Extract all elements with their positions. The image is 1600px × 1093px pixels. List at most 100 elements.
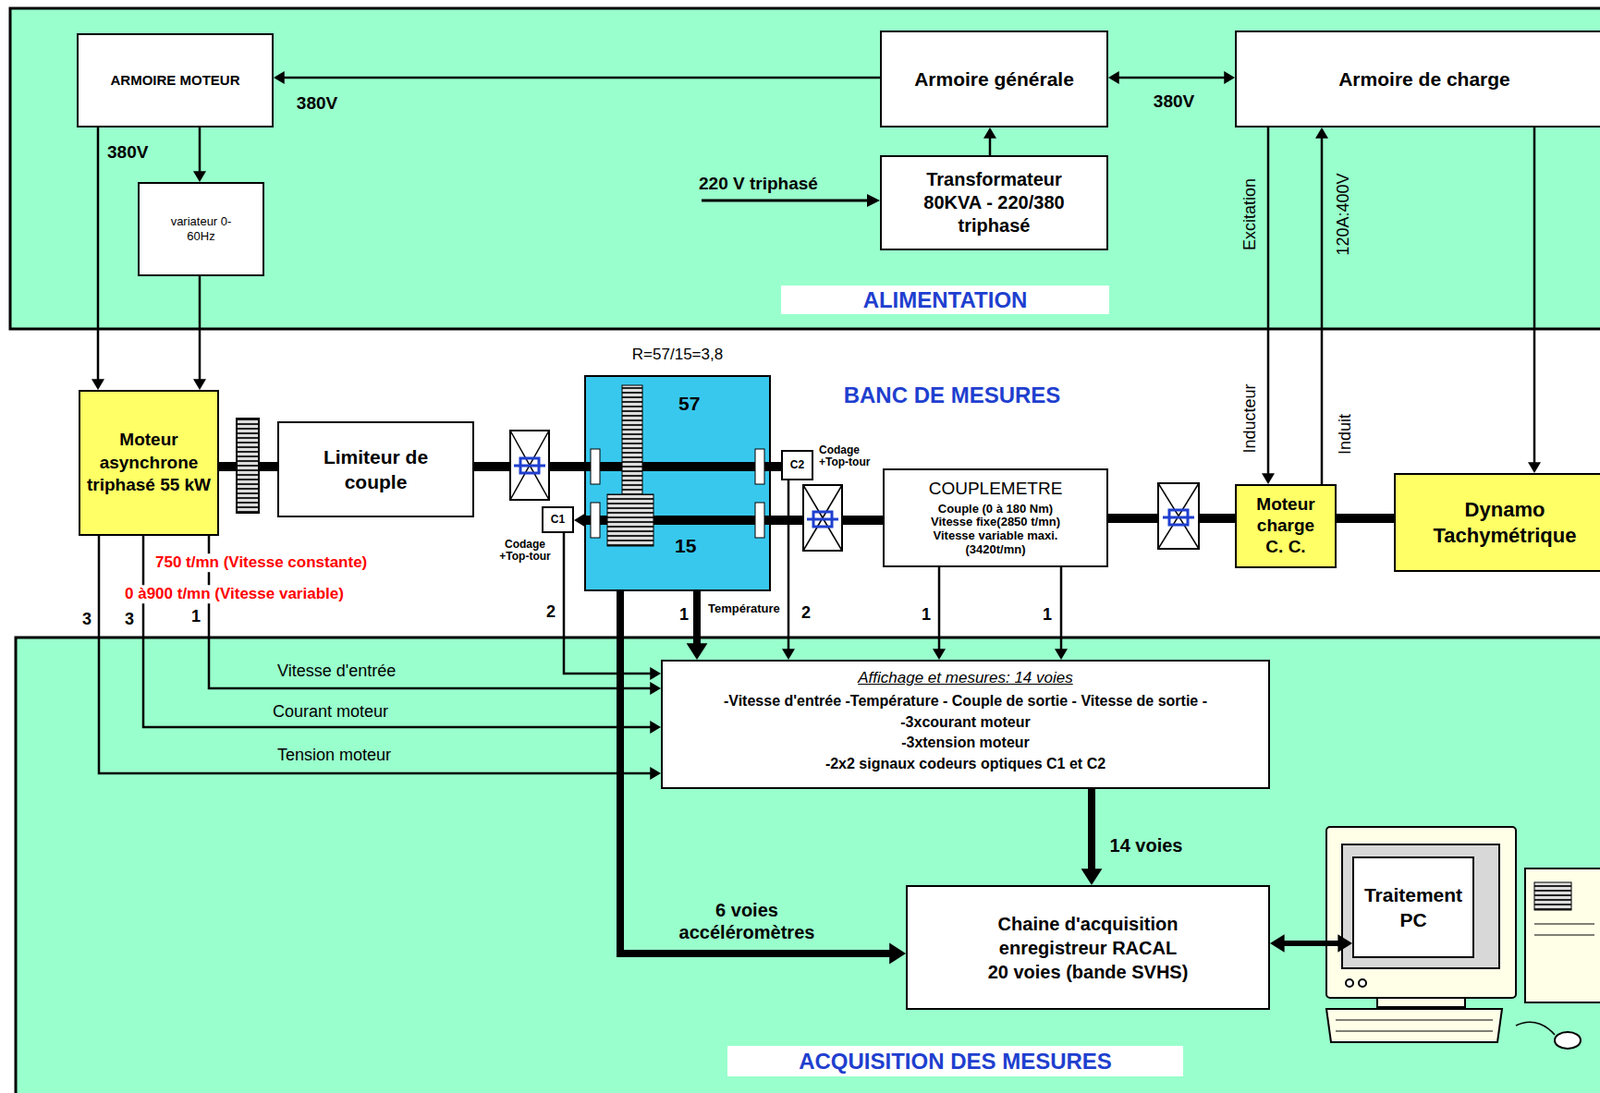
winding-label: Induit xyxy=(1335,412,1356,457)
arrowhead xyxy=(889,943,906,965)
box-label: Vitesse variable maxi.(3420t/mn) xyxy=(888,529,1103,558)
arrowhead xyxy=(1270,934,1285,953)
connector-line xyxy=(1087,789,1096,875)
signal-arrow xyxy=(193,127,207,183)
computer-drawing xyxy=(1342,844,1500,969)
shaft-coupling xyxy=(803,485,843,551)
shaft-coupling xyxy=(1158,483,1199,550)
gear-drawing xyxy=(584,462,771,472)
connector-line xyxy=(787,480,791,653)
channel-count: 1 xyxy=(1040,605,1054,625)
signal-arrow xyxy=(1315,127,1329,485)
channel-count: 1 xyxy=(677,605,691,625)
edge-label: 380V xyxy=(1151,91,1197,112)
computer-drawing xyxy=(1377,998,1466,1008)
signal-arrow xyxy=(193,276,207,391)
encoder-note: Codage +Top-tour xyxy=(494,538,556,562)
arrowhead xyxy=(1223,71,1235,85)
connector-line xyxy=(1320,134,1324,485)
channel-count: 3 xyxy=(80,610,94,630)
box-label: ARMOIRE MOTEUR xyxy=(110,72,241,89)
gear-drawing xyxy=(590,502,600,538)
box-label: ALIMENTATION xyxy=(781,285,1110,315)
edge-label: Tension moteur xyxy=(275,745,393,766)
speed-note: 0 à900 t/mn (Vitesse variable) xyxy=(122,585,346,604)
gear-drawing xyxy=(607,494,654,547)
box-label: -2x2 signaux codeurs optiques C1 et C2 xyxy=(825,754,1106,775)
arrowhead xyxy=(983,127,997,139)
signal-arrow xyxy=(686,591,709,660)
cabinet-box: Armoire générale xyxy=(879,30,1109,128)
computer-drawing xyxy=(1335,1020,1493,1022)
computer-drawing xyxy=(1534,935,1595,937)
signal-arrow xyxy=(1108,71,1235,85)
shaft-line xyxy=(474,466,585,468)
connector-line xyxy=(1533,127,1537,466)
box-label: Dynamo Tachymétrique xyxy=(1423,497,1587,549)
signal-arrow xyxy=(273,71,880,85)
box-label: Armoire générale xyxy=(914,67,1075,91)
signal-arrow xyxy=(98,536,661,781)
edge-label: Vitesse d'entrée xyxy=(275,661,398,682)
box-label: Vitesse fixe(2850 t/mn) xyxy=(930,515,1061,530)
arrowhead xyxy=(1261,473,1275,485)
shaft-coupling xyxy=(1158,483,1199,550)
box-label: variateur 0-60Hz xyxy=(167,214,235,244)
signal-arrow xyxy=(1527,127,1541,474)
recorder-box: Chaine d'acquisition enregistreur RACAL … xyxy=(905,885,1271,1011)
connector-line xyxy=(98,536,654,774)
edge-label: Courant moteur xyxy=(270,702,391,722)
connector-line xyxy=(770,462,782,472)
box-label: -3xtension moteur xyxy=(901,732,1030,754)
supply-arrow xyxy=(701,194,880,208)
edge-label: 14 voies xyxy=(1108,835,1185,857)
computer-drawing xyxy=(1515,1022,1555,1036)
motor-box: Moteur asynchrone triphasé 55 kW xyxy=(78,390,220,537)
box-label: Chaine d'acquisition enregistreur RACAL … xyxy=(987,912,1189,985)
channel-count: 2 xyxy=(799,603,813,623)
gear-drawing xyxy=(755,449,765,485)
computer-drawing xyxy=(1345,979,1354,988)
arrowhead xyxy=(932,648,946,660)
arrowhead xyxy=(1108,71,1120,85)
box-label: COUPLEMETRE xyxy=(928,478,1063,501)
drive-box: variateur 0-60Hz xyxy=(137,182,265,277)
edge-label: 380V xyxy=(105,142,150,163)
encoder-note: Codage +Top-tour xyxy=(817,444,879,468)
signal-arrow xyxy=(932,567,946,660)
winding-label: Inducteur xyxy=(1240,381,1260,455)
shaft-coupling xyxy=(513,464,546,468)
edge-label: 120A:400V xyxy=(1333,170,1354,257)
shaft-coupling xyxy=(1158,483,1199,550)
computer-drawing xyxy=(1326,827,1516,999)
shaft-coupling xyxy=(806,518,839,522)
arrowhead xyxy=(649,720,661,734)
gearbox: R=57/15=3,85715 xyxy=(584,375,771,592)
shaft-coupling xyxy=(803,485,843,551)
gear-drawing xyxy=(584,375,771,592)
shaft-line xyxy=(1108,518,1235,520)
channel-count: 3 xyxy=(122,610,136,630)
shaft-coupling xyxy=(1162,516,1195,520)
edge-label: Excitation xyxy=(1240,176,1260,253)
display-box: Affichage et mesures: 14 voies-Vitesse d… xyxy=(660,659,1271,790)
supply-arrow xyxy=(867,194,880,208)
box-label: C1 xyxy=(550,512,565,526)
gear-drawing xyxy=(622,385,643,511)
supply-label: 220 V triphasé xyxy=(696,173,820,195)
torque-meter-box: COUPLEMETRECouple (0 à 180 Nm)Vitesse fi… xyxy=(882,468,1109,568)
arrowhead xyxy=(1337,934,1353,953)
toothed-wheel xyxy=(236,418,259,513)
box-label: Transformateur 80KVA - 220/380 triphasé xyxy=(909,168,1079,238)
arrowhead xyxy=(649,767,661,781)
arrowhead xyxy=(193,170,207,183)
signal-arrow xyxy=(1270,934,1353,953)
box-label: C2 xyxy=(790,458,805,472)
box-label: Moteur charge C. C. xyxy=(1251,494,1320,558)
connector-line xyxy=(198,276,202,383)
signal-arrow xyxy=(983,127,997,156)
box-label: Traitement PC xyxy=(1361,882,1466,934)
arrowhead xyxy=(1054,648,1068,660)
shaft-coupling xyxy=(510,430,550,501)
